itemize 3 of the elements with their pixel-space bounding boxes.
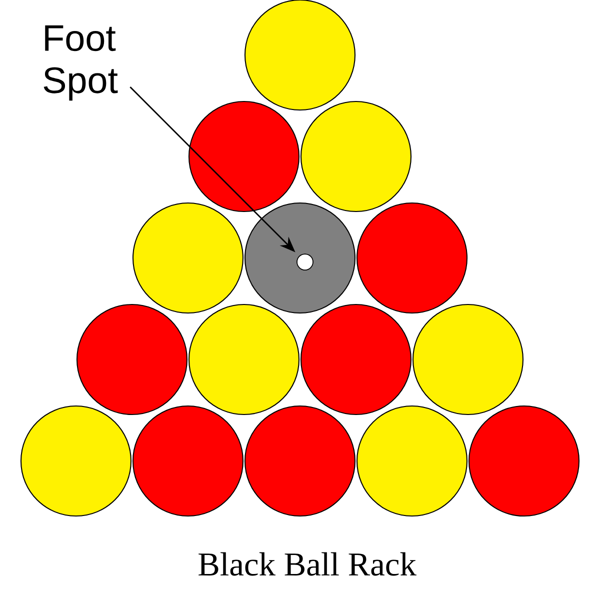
caption: Black Ball Rack [198,552,416,576]
callout-label: Foot Spot [44,25,118,101]
foot-spot-marker [296,254,314,270]
